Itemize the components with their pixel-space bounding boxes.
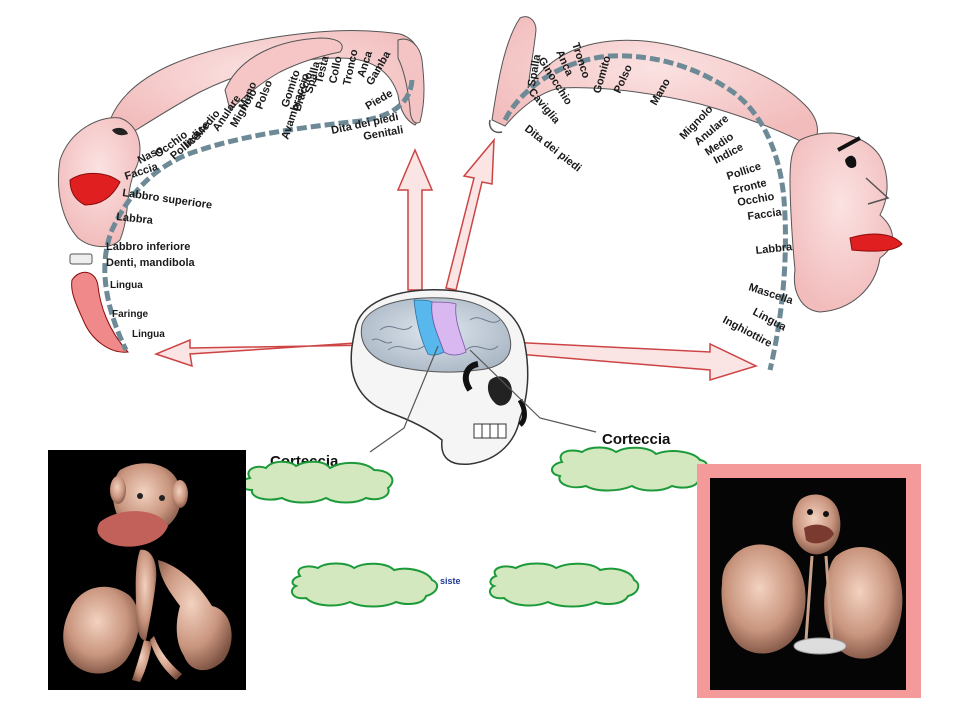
sensory-label: Piede: [364, 88, 395, 113]
cloud-right-top: [551, 446, 709, 492]
sensory-homunculus-icon: [57, 30, 425, 353]
clouds: [240, 446, 709, 608]
motor-label: Faccia: [747, 206, 783, 223]
motor-homunculus-icon: [488, 16, 903, 371]
cortex-right-label: Corteccia: [602, 431, 671, 448]
cloud-left-top: [240, 460, 394, 504]
leader-lines: [369, 345, 597, 453]
sensory-label: Labbra: [116, 211, 155, 227]
arrow-up-sensory: [396, 148, 434, 291]
motor-label: Dita dei piedi: [522, 123, 583, 175]
motor-label: Spalla: [526, 53, 544, 88]
arrow-up-motor: [445, 137, 495, 291]
sensory-label: Labbro superiore: [122, 187, 213, 211]
brain-skull-icon: [350, 289, 529, 466]
sensory-homunculus-model-icon: [48, 450, 246, 690]
center-fragment-text: siste: [440, 576, 461, 586]
motor-label: Mascella: [747, 281, 795, 307]
sensory-label: Lingua: [132, 329, 165, 340]
motor-homunculus-model-icon: [697, 464, 921, 698]
sensory-label: Collo: [327, 55, 345, 85]
cloud-right-bottom: [488, 562, 640, 608]
sensory-label: Faringe: [112, 309, 149, 320]
cloud-left-bottom: [290, 562, 439, 608]
sensory-label: Lingua: [110, 280, 143, 291]
sensory-label: Denti, mandibola: [106, 257, 196, 269]
sensory-label: Labbro inferiore: [106, 241, 190, 253]
motor-label: Labbra: [755, 241, 794, 257]
